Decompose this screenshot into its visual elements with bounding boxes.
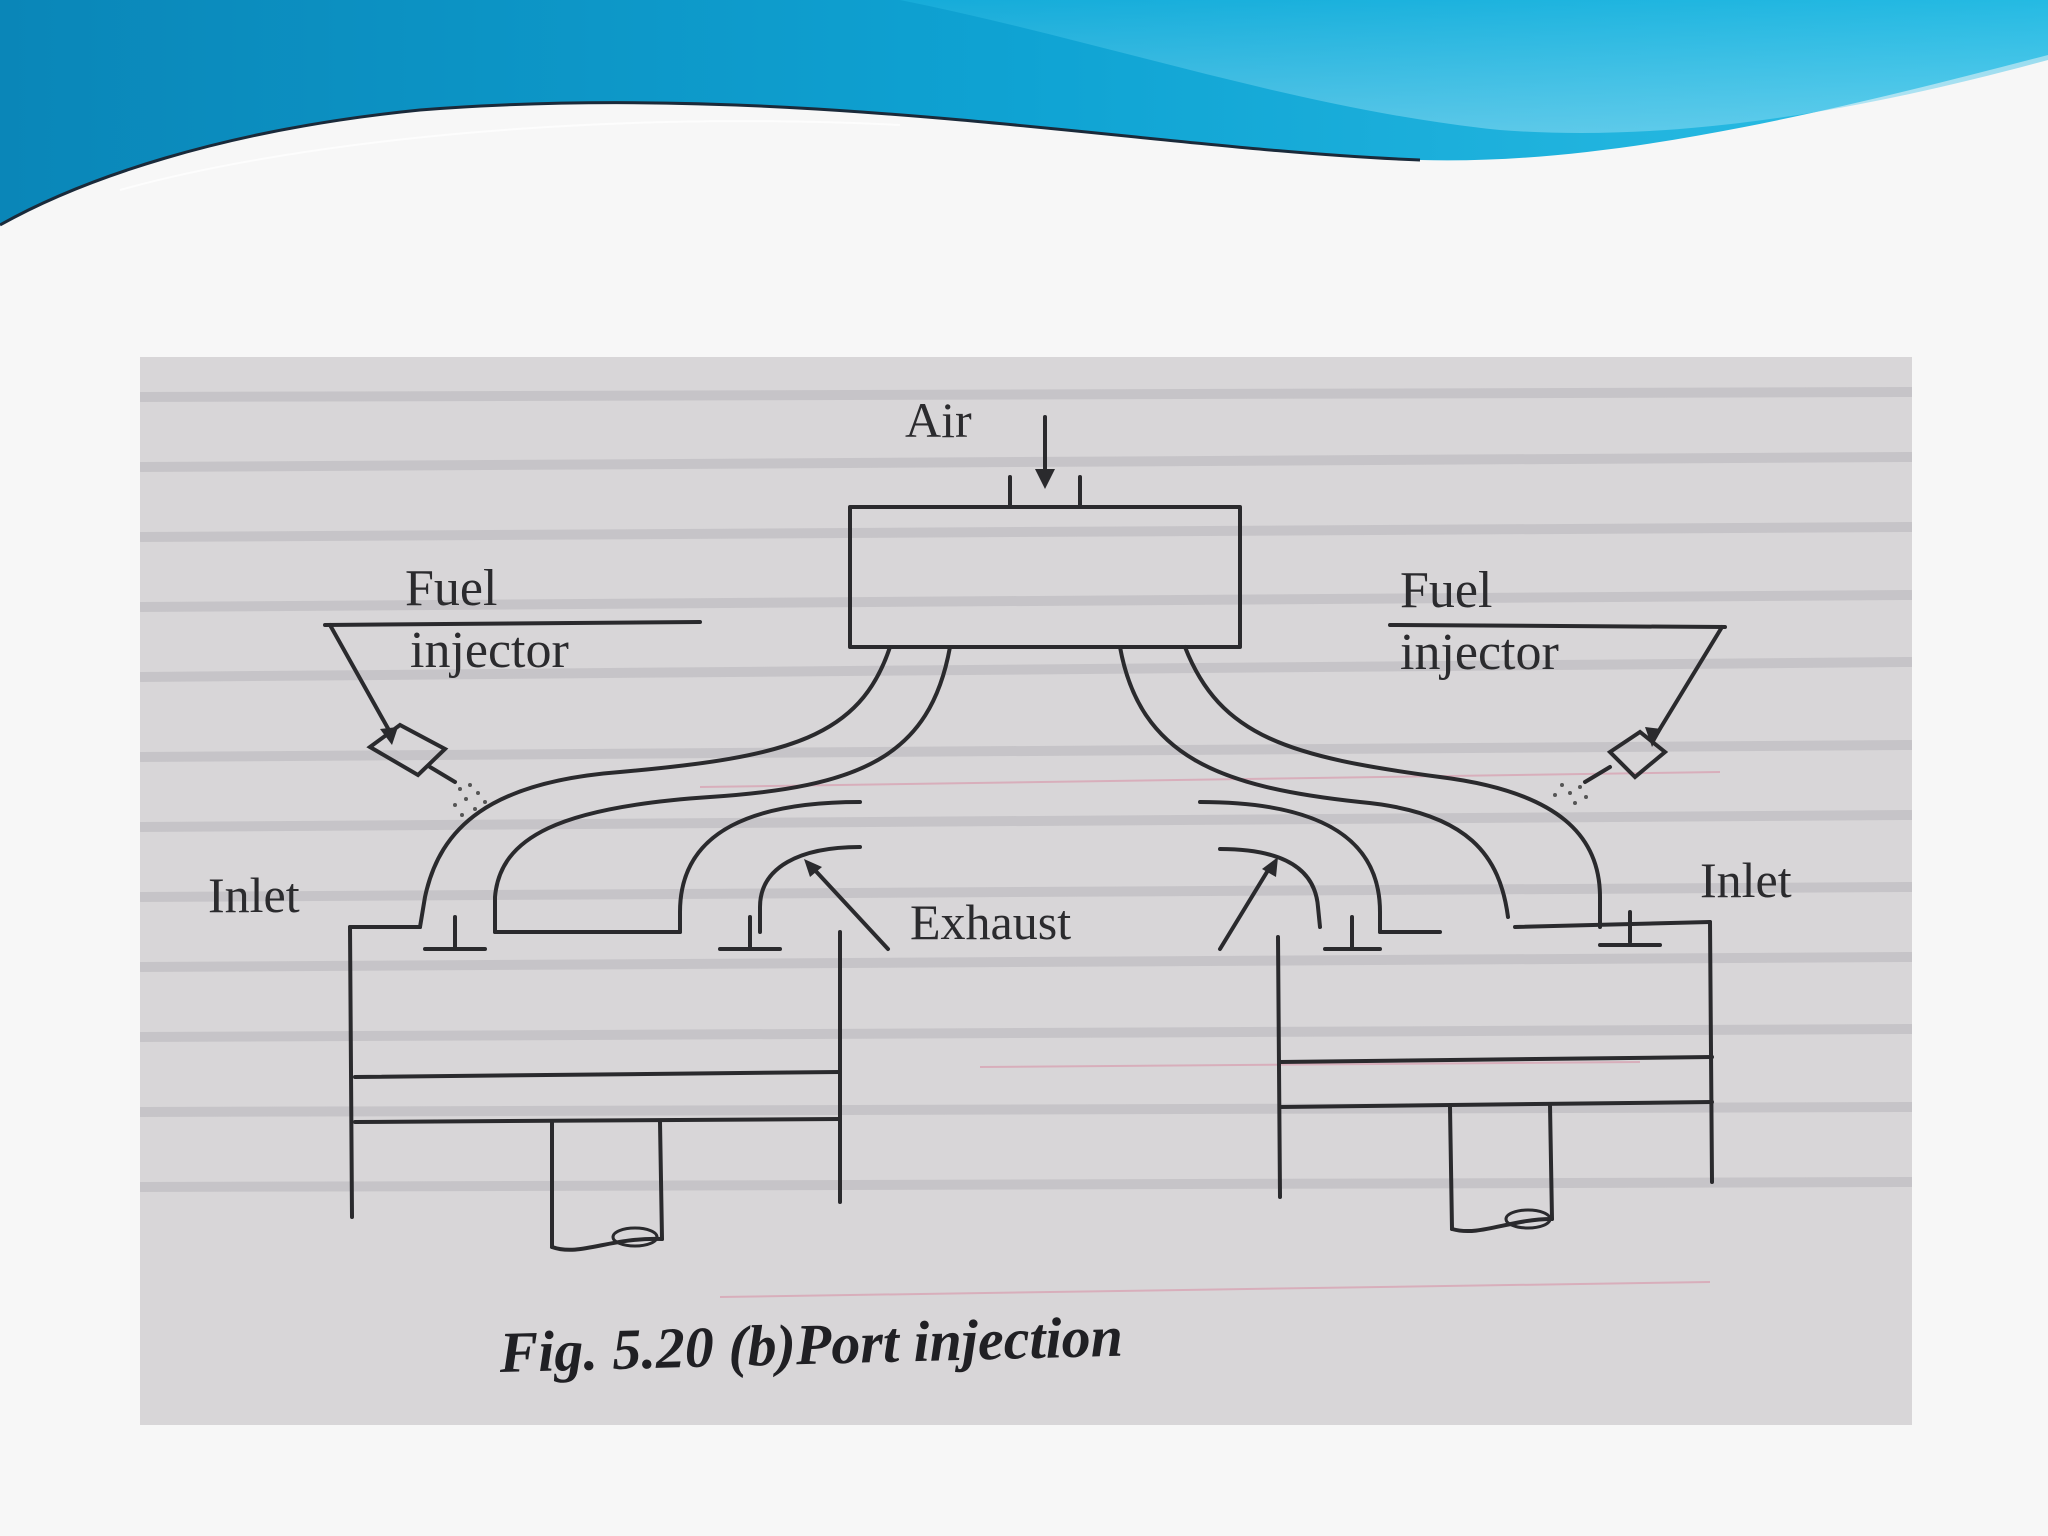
fuel-injector-left-label-line2: injector [410, 622, 569, 679]
fuel-injector-right-label-line2: injector [1400, 624, 1559, 681]
exhaust-callout [804, 857, 1278, 951]
right-intake-runner [1118, 645, 1602, 929]
fuel-injector-right-label-line1: Fuel [1400, 562, 1492, 619]
fuel-injector-right-callout [1388, 623, 1727, 747]
right-exhaust-port [1198, 800, 1382, 934]
left-intake-runner [418, 645, 952, 934]
fuel-injector-left-callout [323, 620, 702, 745]
right-fuel-spray [1553, 783, 1588, 805]
inlet-left-label: Inlet [208, 867, 300, 923]
inlet-right-label: Inlet [1700, 852, 1792, 908]
fuel-injector-left-label-line1: Fuel [405, 560, 497, 617]
air-inlet [1008, 415, 1082, 509]
left-fuel-spray [453, 783, 487, 817]
air-label: Air [905, 392, 972, 448]
figure-caption: Fig. 5.20 (b)Port injection [498, 1304, 1124, 1385]
left-exhaust-port [678, 800, 862, 934]
port-injection-figure: Air Fuel injector Fuel injector Inlet In… [140, 357, 1912, 1425]
exhaust-label: Exhaust [910, 894, 1071, 950]
background-print-texture [140, 387, 1912, 1192]
left-cylinder [348, 915, 842, 1252]
air-arrow-icon [1035, 469, 1055, 489]
ruled-lines [699, 771, 1721, 1298]
port-injection-diagram: Air Fuel injector Fuel injector Inlet In… [140, 387, 1912, 1385]
right-cylinder [1276, 910, 1714, 1234]
header-wave-decoration [0, 0, 2048, 227]
air-plenum [848, 505, 1242, 649]
right-fuel-injector [1553, 729, 1669, 805]
